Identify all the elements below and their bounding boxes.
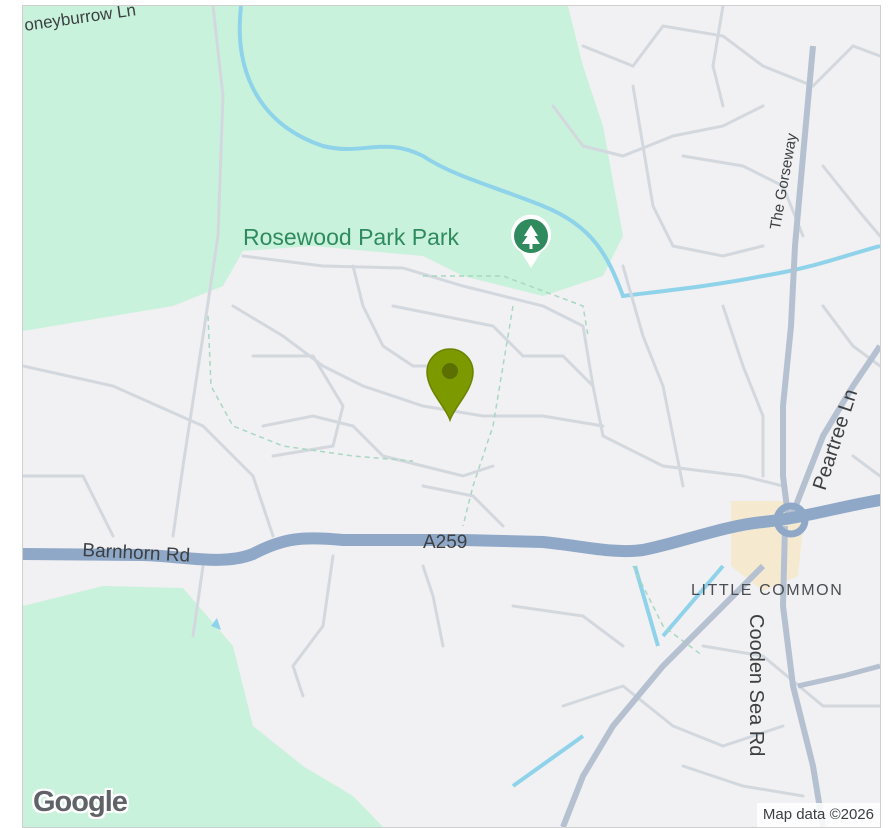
park-label[interactable]: Rosewood Park Park	[243, 224, 460, 250]
roundabout	[773, 502, 809, 538]
road-gorseway	[780, 45, 816, 517]
road-peartree	[788, 344, 880, 520]
footpaths	[207, 275, 704, 657]
stream-north	[237, 6, 880, 299]
pond	[211, 618, 221, 630]
stream-south	[511, 564, 725, 788]
road-cooden-sea	[779, 525, 826, 827]
road-label-a259: A259	[423, 532, 468, 553]
place-label-little-common: LITTLE COMMON	[691, 582, 844, 599]
road-east-spur	[797, 663, 880, 689]
map-canvas[interactable]	[23, 6, 880, 827]
park-area-southwest	[23, 586, 383, 827]
google-logo[interactable]: Google	[33, 786, 128, 818]
minor-roads	[23, 6, 880, 798]
road-a259	[23, 494, 880, 566]
park-area-north	[23, 6, 623, 331]
location-pin-icon[interactable]	[423, 344, 477, 422]
road-label-cooden-sea: Cooden Sea Rd	[745, 614, 767, 757]
road-southeast	[560, 563, 766, 827]
tree-icon[interactable]	[509, 214, 553, 270]
map-viewport[interactable]: oneyburrow Ln Rosewood Park Park The Gor…	[22, 5, 881, 828]
map-attribution[interactable]: Map data ©2026	[756, 803, 880, 827]
